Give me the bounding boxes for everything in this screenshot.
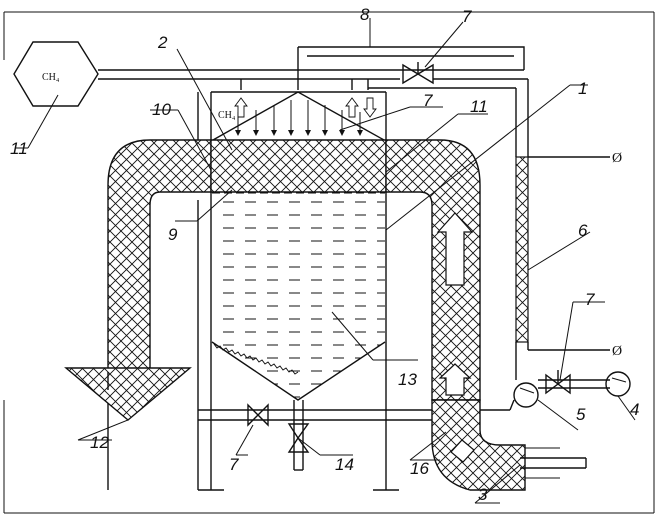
callout-12: 11 (10, 139, 28, 158)
valve-bottom-left (247, 403, 259, 427)
flow-arrow-diagonal (450, 439, 475, 463)
callout-7-top: 7 (462, 7, 472, 26)
open-end-bottom: Ø (612, 344, 622, 359)
callout-2: 2 (157, 33, 168, 52)
valve-right-right (556, 373, 571, 395)
channel-16 (431, 399, 526, 491)
valve-top-right (416, 63, 434, 85)
pipe-9 (298, 46, 525, 70)
leader-lines (15, 18, 636, 504)
reactor-roof (212, 91, 385, 141)
gas-holder-hexagon (13, 41, 99, 107)
callout-5: 5 (576, 405, 586, 424)
pump-4-vane (611, 377, 627, 383)
callout-15: 13 (398, 370, 417, 389)
light-arrows (235, 100, 363, 136)
flow-arrow-up-large (436, 212, 474, 286)
insulation-right (385, 139, 481, 401)
valve-outlet-bottom (287, 436, 310, 453)
valve-right-left (545, 373, 560, 395)
liquid-volume (212, 193, 385, 400)
callout-8: 7 (423, 91, 433, 110)
valve-bottom-right (257, 403, 269, 427)
callout-11-left: 10 (152, 100, 171, 119)
gas-down-arrow (363, 97, 377, 118)
pipe-6 (515, 156, 529, 343)
callout-14: 14 (335, 455, 354, 474)
pump-5-connect (509, 399, 515, 411)
callout-16: 16 (410, 459, 429, 478)
pump-5 (513, 382, 539, 408)
gas-up-arrow-right (345, 97, 359, 118)
gas-holder-label: CH₄ (42, 72, 60, 83)
insulation-left (107, 139, 212, 490)
callout-3: 3 (478, 485, 488, 504)
pump-5-vane (519, 387, 535, 394)
roof-gas-label: CH₄ (218, 110, 236, 121)
valve-top-left (402, 63, 420, 85)
callout-4: 4 (630, 400, 639, 419)
flow-arrow-up-small (438, 363, 472, 396)
callout-7-bottom: 7 (229, 455, 239, 474)
insulation-top (210, 139, 387, 193)
callout-10: 9 (168, 225, 178, 244)
open-end-top: Ø (612, 151, 622, 166)
valve-outlet-top (287, 423, 310, 440)
callout-11-right: 11 (470, 97, 488, 116)
cone-serration (213, 343, 299, 375)
callout-1: 1 (578, 79, 587, 98)
gas-up-arrow-left (234, 97, 248, 118)
callout-6: 6 (578, 221, 588, 240)
callout-7-right: 7 (585, 290, 595, 309)
callout-9: 8 (360, 5, 370, 24)
callout-13: 12 (90, 433, 109, 452)
pump-4 (605, 371, 631, 397)
collector-funnel (64, 367, 192, 421)
reactor-cone (211, 341, 386, 401)
